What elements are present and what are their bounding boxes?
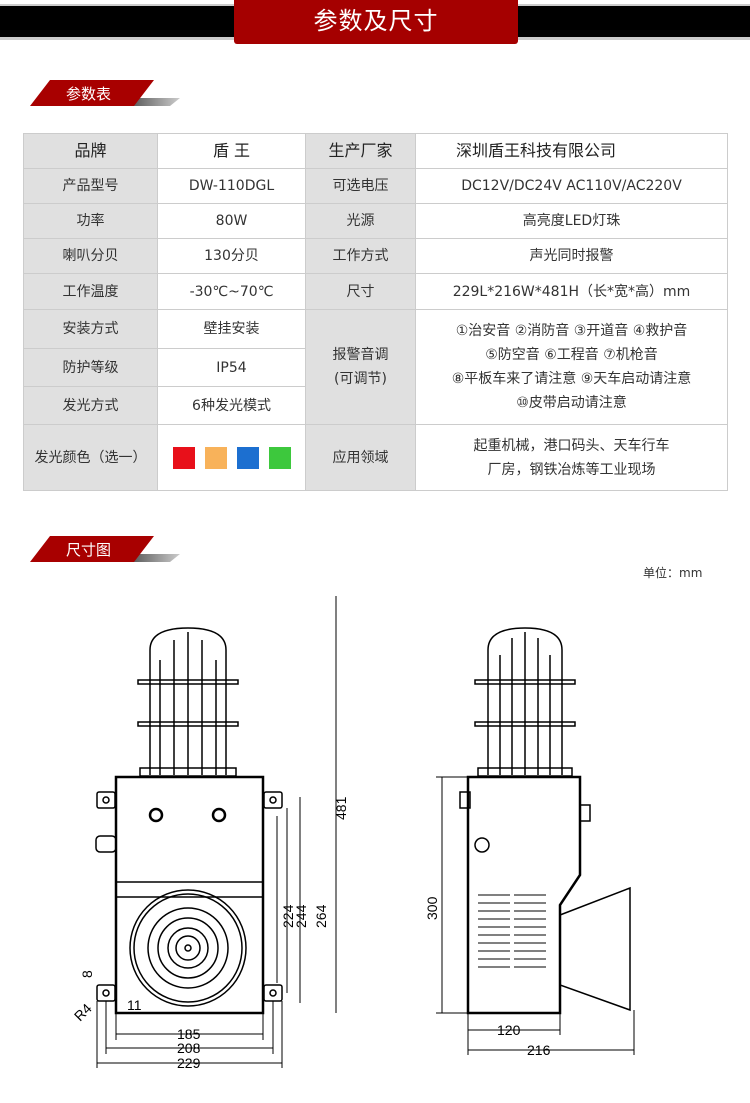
- cell: 高亮度LED灯珠: [415, 203, 728, 239]
- app-line: 起重机械，港口码头、天车行车: [473, 437, 670, 454]
- page-title: 参数及尺寸: [234, 0, 518, 44]
- color-swatch-green: [268, 446, 291, 469]
- dim-r4: R4: [71, 1000, 95, 1024]
- dim-244: 244: [293, 904, 309, 928]
- tone-sub: (可调节): [334, 371, 387, 387]
- cell: 工作方式: [305, 238, 416, 274]
- cell: 发光颜色（选一）: [23, 424, 158, 491]
- section-tag-dims: 尺寸图: [30, 536, 180, 562]
- dim-264: 264: [313, 904, 329, 928]
- side-view: 300 120 216: [424, 627, 635, 1058]
- table-row: 品牌 盾 王 生产厂家 深圳盾王科技有限公司: [23, 133, 728, 169]
- cell: IP54: [157, 348, 306, 387]
- dim-300: 300: [424, 896, 440, 920]
- dim-229: 229: [177, 1055, 201, 1071]
- dim-224: 224: [280, 904, 296, 928]
- dim-120: 120: [497, 1022, 521, 1038]
- section-tag-params: 参数表: [30, 80, 180, 106]
- cell: 功率: [23, 203, 158, 239]
- cell: 深圳盾王科技有限公司: [415, 133, 728, 169]
- cell: 光源: [305, 203, 416, 239]
- cell: 喇叭分贝: [23, 238, 158, 274]
- dim-185: 185: [177, 1026, 201, 1042]
- cell: 尺寸: [305, 273, 416, 310]
- cell: 130分贝: [157, 238, 306, 274]
- color-swatch-orange: [204, 446, 227, 469]
- cell: 229L*216W*481H（长*宽*高）mm: [415, 273, 728, 310]
- dim-481: 481: [333, 796, 349, 820]
- app-line: 厂房，钢铁冶炼等工业现场: [487, 461, 656, 478]
- unit-label: 单位：mm: [643, 566, 703, 580]
- tone-line: ⑩皮带启动请注意: [516, 395, 627, 411]
- cell: -30℃~70℃: [157, 273, 306, 310]
- tone-line: ⑧平板车来了请注意 ⑨天车启动请注意: [451, 371, 692, 387]
- section-title: 参数表: [66, 85, 112, 103]
- color-swatch-red: [172, 446, 195, 469]
- color-swatch-blue: [236, 446, 259, 469]
- cell: 80W: [157, 203, 306, 239]
- table-row: 发光颜色（选一） 应用领域 起重机械，港口码头、天车行车厂房，钢铁冶炼等工业现场: [23, 424, 728, 491]
- cell: 安装方式: [23, 309, 158, 349]
- cell: 防护等级: [23, 348, 158, 387]
- app-cell: 起重机械，港口码头、天车行车厂房，钢铁冶炼等工业现场: [415, 424, 728, 491]
- cell: 品牌: [23, 133, 158, 169]
- section-title: 尺寸图: [66, 541, 112, 559]
- cell: 声光同时报警: [415, 238, 728, 274]
- tone-label-cell: 报警音调 (可调节): [305, 309, 416, 425]
- cell: 工作温度: [23, 273, 158, 310]
- cell: 发光方式: [23, 386, 158, 425]
- cell: 可选电压: [305, 168, 416, 204]
- cell: 产品型号: [23, 168, 158, 204]
- cell: 6种发光模式: [157, 386, 306, 425]
- cell: 盾 王: [157, 133, 306, 169]
- tone-line: ⑤防空音 ⑥工程音 ⑦机枪音: [485, 347, 658, 363]
- cell: DW-110DGL: [157, 168, 306, 204]
- table-row: 安装方式壁挂安装 报警音调 (可调节) ①治安音 ②消防音 ③开道音 ④救护音 ⑤防…: [23, 309, 728, 425]
- dim-216: 216: [527, 1042, 551, 1058]
- dimension-drawing: 481 264 244 224 185 208 229 R4 8 11 300 …: [71, 596, 635, 1071]
- dim-8: 8: [79, 970, 95, 978]
- cell: DC12V/DC24V AC110V/AC220V: [415, 168, 728, 204]
- cell: 壁挂安装: [157, 309, 306, 349]
- tone-label: 报警音调: [332, 347, 389, 363]
- color-swatches: [157, 424, 306, 491]
- front-view: 481 264 244 224 185 208 229 R4 8 11: [71, 596, 349, 1071]
- dim-11: 11: [127, 997, 142, 1013]
- tone-line: ①治安音 ②消防音 ③开道音 ④救护音: [455, 323, 688, 339]
- tone-list-cell: ①治安音 ②消防音 ③开道音 ④救护音 ⑤防空音 ⑥工程音 ⑦机枪音 ⑧平板车来了请…: [415, 309, 728, 425]
- cell: 生产厂家: [305, 133, 416, 169]
- cell: 应用领域: [305, 424, 416, 491]
- dim-208: 208: [177, 1040, 201, 1056]
